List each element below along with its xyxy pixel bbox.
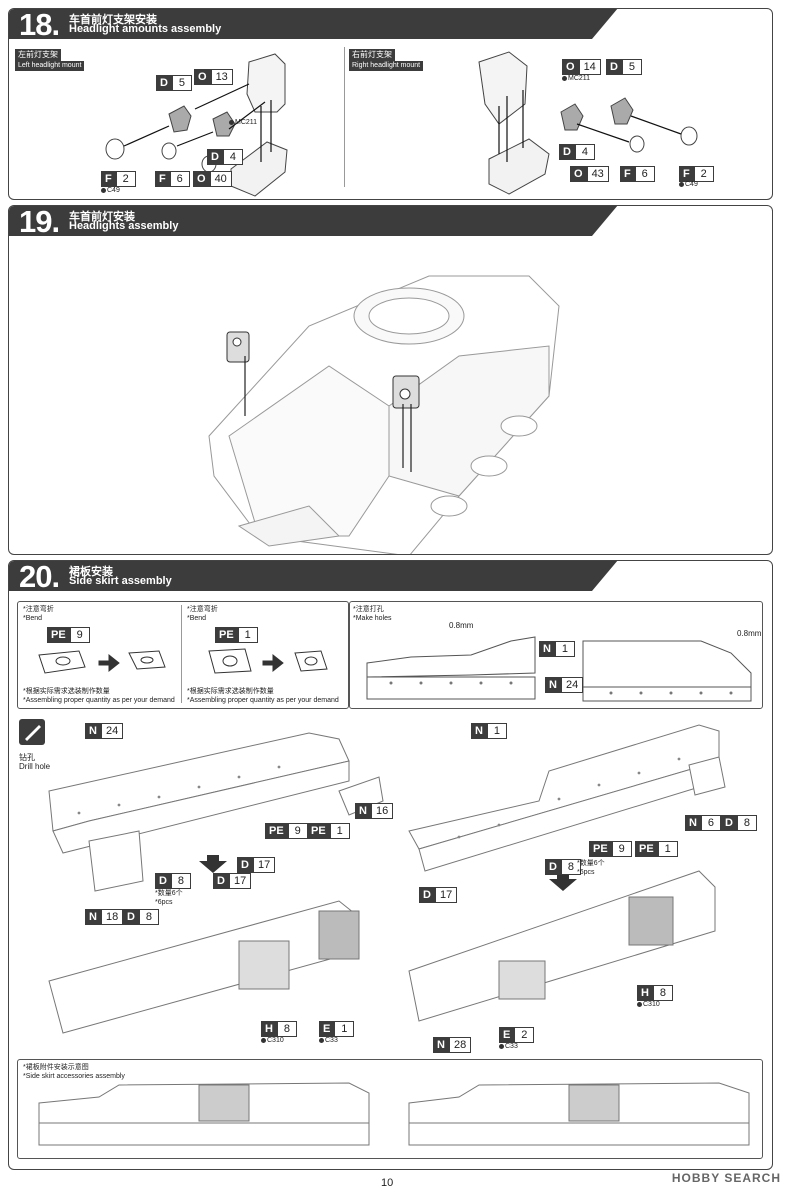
code-c310-right: C310 xyxy=(637,1001,660,1008)
step-title-en: Headlight amounts assembly xyxy=(69,23,222,35)
code-c33: C33 xyxy=(319,1037,338,1044)
drill-icon xyxy=(19,719,45,745)
divider xyxy=(344,47,345,187)
code-c49-right: C49 xyxy=(679,181,698,188)
step-title-en: Side skirt assembly xyxy=(69,575,172,587)
bend-note: *注意弯折*Bend xyxy=(23,606,54,622)
step-title-cn: 车首前灯安装 xyxy=(69,211,135,223)
bend-pe9-drawing xyxy=(38,650,166,674)
step-18-panel: 18. 车首前灯支架安装 Headlight amounts assembly … xyxy=(8,8,773,200)
right-mount-tag-cn: 右前灯支架 xyxy=(349,49,395,61)
step-title-en: Headlights assembly xyxy=(69,220,179,232)
page-number: 10 xyxy=(381,1177,394,1189)
bend-note-2: *注意弯折*Bend xyxy=(187,606,218,622)
accessories-note: *裙板附件安装示意图*Side skirt accessories assemb… xyxy=(23,1064,125,1080)
step-18-header xyxy=(9,9,772,39)
code-c33-right: C33 xyxy=(499,1043,518,1050)
qty-note: *根据实际需求选装制作数量*Assembling proper quantity… xyxy=(23,688,175,704)
step-number: 18. xyxy=(19,8,60,42)
drill-size-2: 0.8mm xyxy=(737,629,762,638)
code-mc211: MC211 xyxy=(229,119,257,126)
qty-note-2: *根据实际需求选装制作数量*Assembling proper quantity… xyxy=(187,688,339,704)
watermark: HOBBY SEARCH xyxy=(671,1171,781,1185)
left-mount-tag-en: Left headlight mount xyxy=(15,61,85,71)
right-skirt-drawing xyxy=(408,724,726,1022)
code-c49: C49 xyxy=(101,187,120,194)
note-divider xyxy=(181,605,182,703)
step-number: 19. xyxy=(19,205,60,239)
left-mount-tag-cn: 左前灯支架 xyxy=(15,49,61,61)
right-mount-drawing xyxy=(478,51,698,195)
code-mc211-right: MC211 xyxy=(562,75,590,82)
qty-6pcs-right: *数量6个*6pcs xyxy=(577,860,605,876)
drill-size-1: 0.8mm xyxy=(449,621,474,630)
right-mount-tag-en: Right headlight mount xyxy=(349,61,424,71)
step-19-header xyxy=(9,206,772,236)
step-20-panel: 20. 裙板安装 Side skirt assembly *注意弯折*Bend … xyxy=(8,560,773,1170)
accessories-drawing xyxy=(38,1082,750,1146)
holes-note: *注意打孔*Make holes xyxy=(353,606,392,622)
qty-6pcs: *数量6个*6pcs xyxy=(155,890,183,906)
code-c310: C310 xyxy=(261,1037,284,1044)
left-skirt-drawing xyxy=(48,732,384,1034)
step-number: 20. xyxy=(19,560,60,594)
step-20-header xyxy=(9,561,772,591)
bend-pe1-drawing xyxy=(208,648,328,674)
step-title-cn: 车首前灯支架安装 xyxy=(69,14,157,26)
vehicle-drawing xyxy=(208,275,560,554)
step-19-panel: 19. 车首前灯安装 Headlights assembly xyxy=(8,205,773,555)
holes-drawing xyxy=(366,636,752,702)
left-mount-drawing xyxy=(105,53,288,197)
step-title-cn: 裙板安装 xyxy=(69,566,113,578)
